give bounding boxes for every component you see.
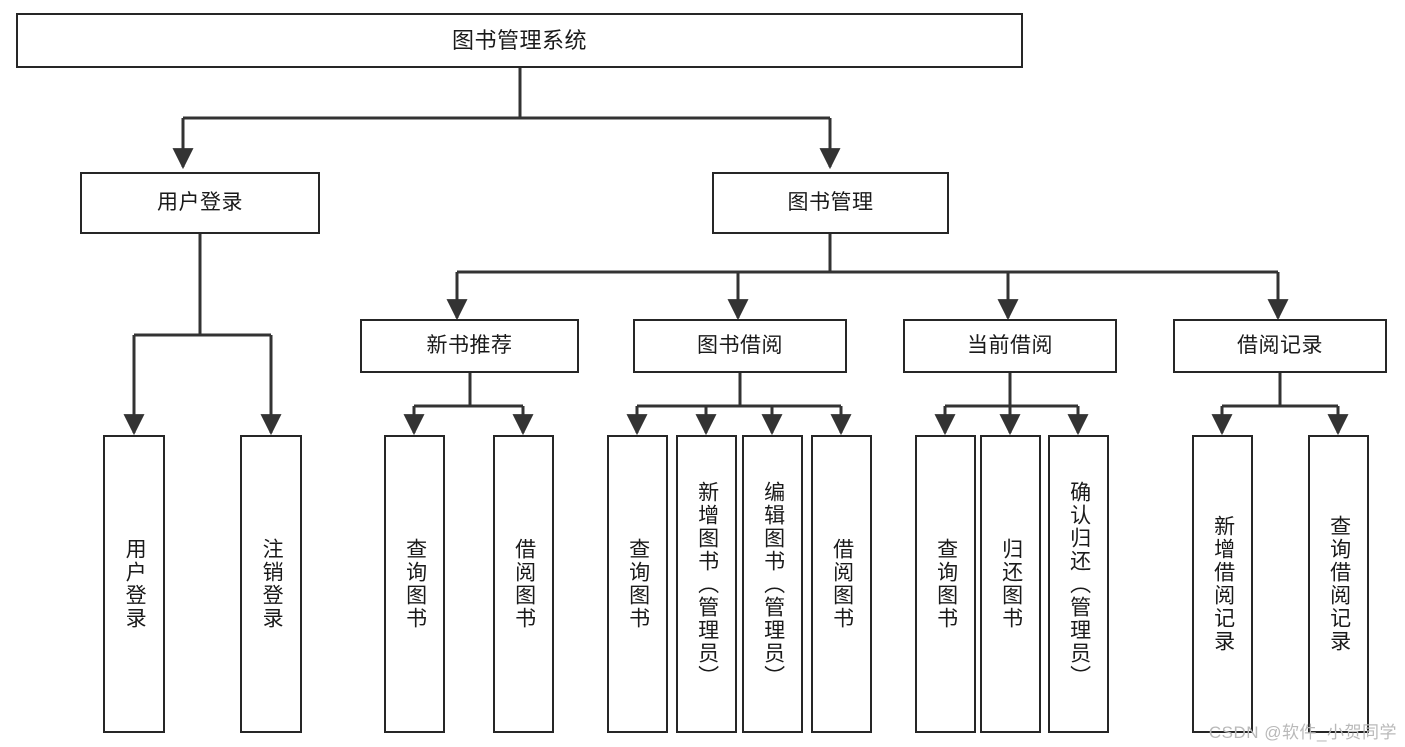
node-leaf-add-book[interactable]: 新增图书（管理员）: [676, 435, 737, 733]
node-leaf-add-record-label: 新增借阅记录: [1211, 515, 1235, 653]
node-root-label: 图书管理系统: [451, 27, 587, 53]
node-leaf-return-book[interactable]: 归还图书: [980, 435, 1041, 733]
node-leaf-query-book-1-label: 查询图书: [403, 538, 427, 630]
node-leaf-user-logout-label: 注销登录: [260, 538, 284, 630]
node-current-borrow[interactable]: 当前借阅: [903, 319, 1117, 373]
node-leaf-edit-book[interactable]: 编辑图书（管理员）: [742, 435, 803, 733]
node-leaf-edit-book-label: 编辑图书（管理员）: [761, 480, 785, 688]
node-leaf-borrow-book-2[interactable]: 借阅图书: [811, 435, 872, 733]
node-leaf-user-login-label: 用户登录: [123, 538, 147, 630]
node-leaf-query-book-2-label: 查询图书: [626, 538, 650, 630]
node-leaf-query-book-3[interactable]: 查询图书: [915, 435, 976, 733]
node-leaf-user-login[interactable]: 用户登录: [103, 435, 165, 733]
node-user-login-label: 用户登录: [157, 190, 243, 214]
node-book-borrow-label: 图书借阅: [697, 333, 783, 357]
node-new-book-recommend-label: 新书推荐: [426, 333, 513, 357]
node-leaf-borrow-book-1[interactable]: 借阅图书: [493, 435, 554, 733]
node-current-borrow-label: 当前借阅: [967, 333, 1053, 357]
node-leaf-borrow-book-1-label: 借阅图书: [512, 538, 536, 630]
node-borrow-record[interactable]: 借阅记录: [1173, 319, 1387, 373]
node-leaf-confirm-return[interactable]: 确认归还（管理员）: [1048, 435, 1109, 733]
node-leaf-return-book-label: 归还图书: [999, 538, 1023, 630]
node-leaf-query-record[interactable]: 查询借阅记录: [1308, 435, 1369, 733]
node-root[interactable]: 图书管理系统: [16, 13, 1023, 68]
node-leaf-query-book-3-label: 查询图书: [934, 538, 958, 630]
node-book-manage-label: 图书管理: [787, 190, 874, 214]
node-borrow-record-label: 借阅记录: [1237, 333, 1323, 357]
node-new-book-recommend[interactable]: 新书推荐: [360, 319, 579, 373]
node-leaf-query-record-label: 查询借阅记录: [1327, 515, 1351, 653]
node-leaf-query-book-1[interactable]: 查询图书: [384, 435, 445, 733]
node-book-manage[interactable]: 图书管理: [712, 172, 949, 234]
node-book-borrow[interactable]: 图书借阅: [633, 319, 847, 373]
node-leaf-add-record[interactable]: 新增借阅记录: [1192, 435, 1253, 733]
node-leaf-query-book-2[interactable]: 查询图书: [607, 435, 668, 733]
node-user-login[interactable]: 用户登录: [80, 172, 320, 234]
csdn-watermark: CSDN @软件_小贺同学: [1208, 723, 1397, 742]
node-leaf-borrow-book-2-label: 借阅图书: [830, 538, 854, 630]
node-leaf-confirm-return-label: 确认归还（管理员）: [1067, 480, 1091, 688]
node-leaf-user-logout[interactable]: 注销登录: [240, 435, 302, 733]
node-leaf-add-book-label: 新增图书（管理员）: [695, 480, 719, 688]
